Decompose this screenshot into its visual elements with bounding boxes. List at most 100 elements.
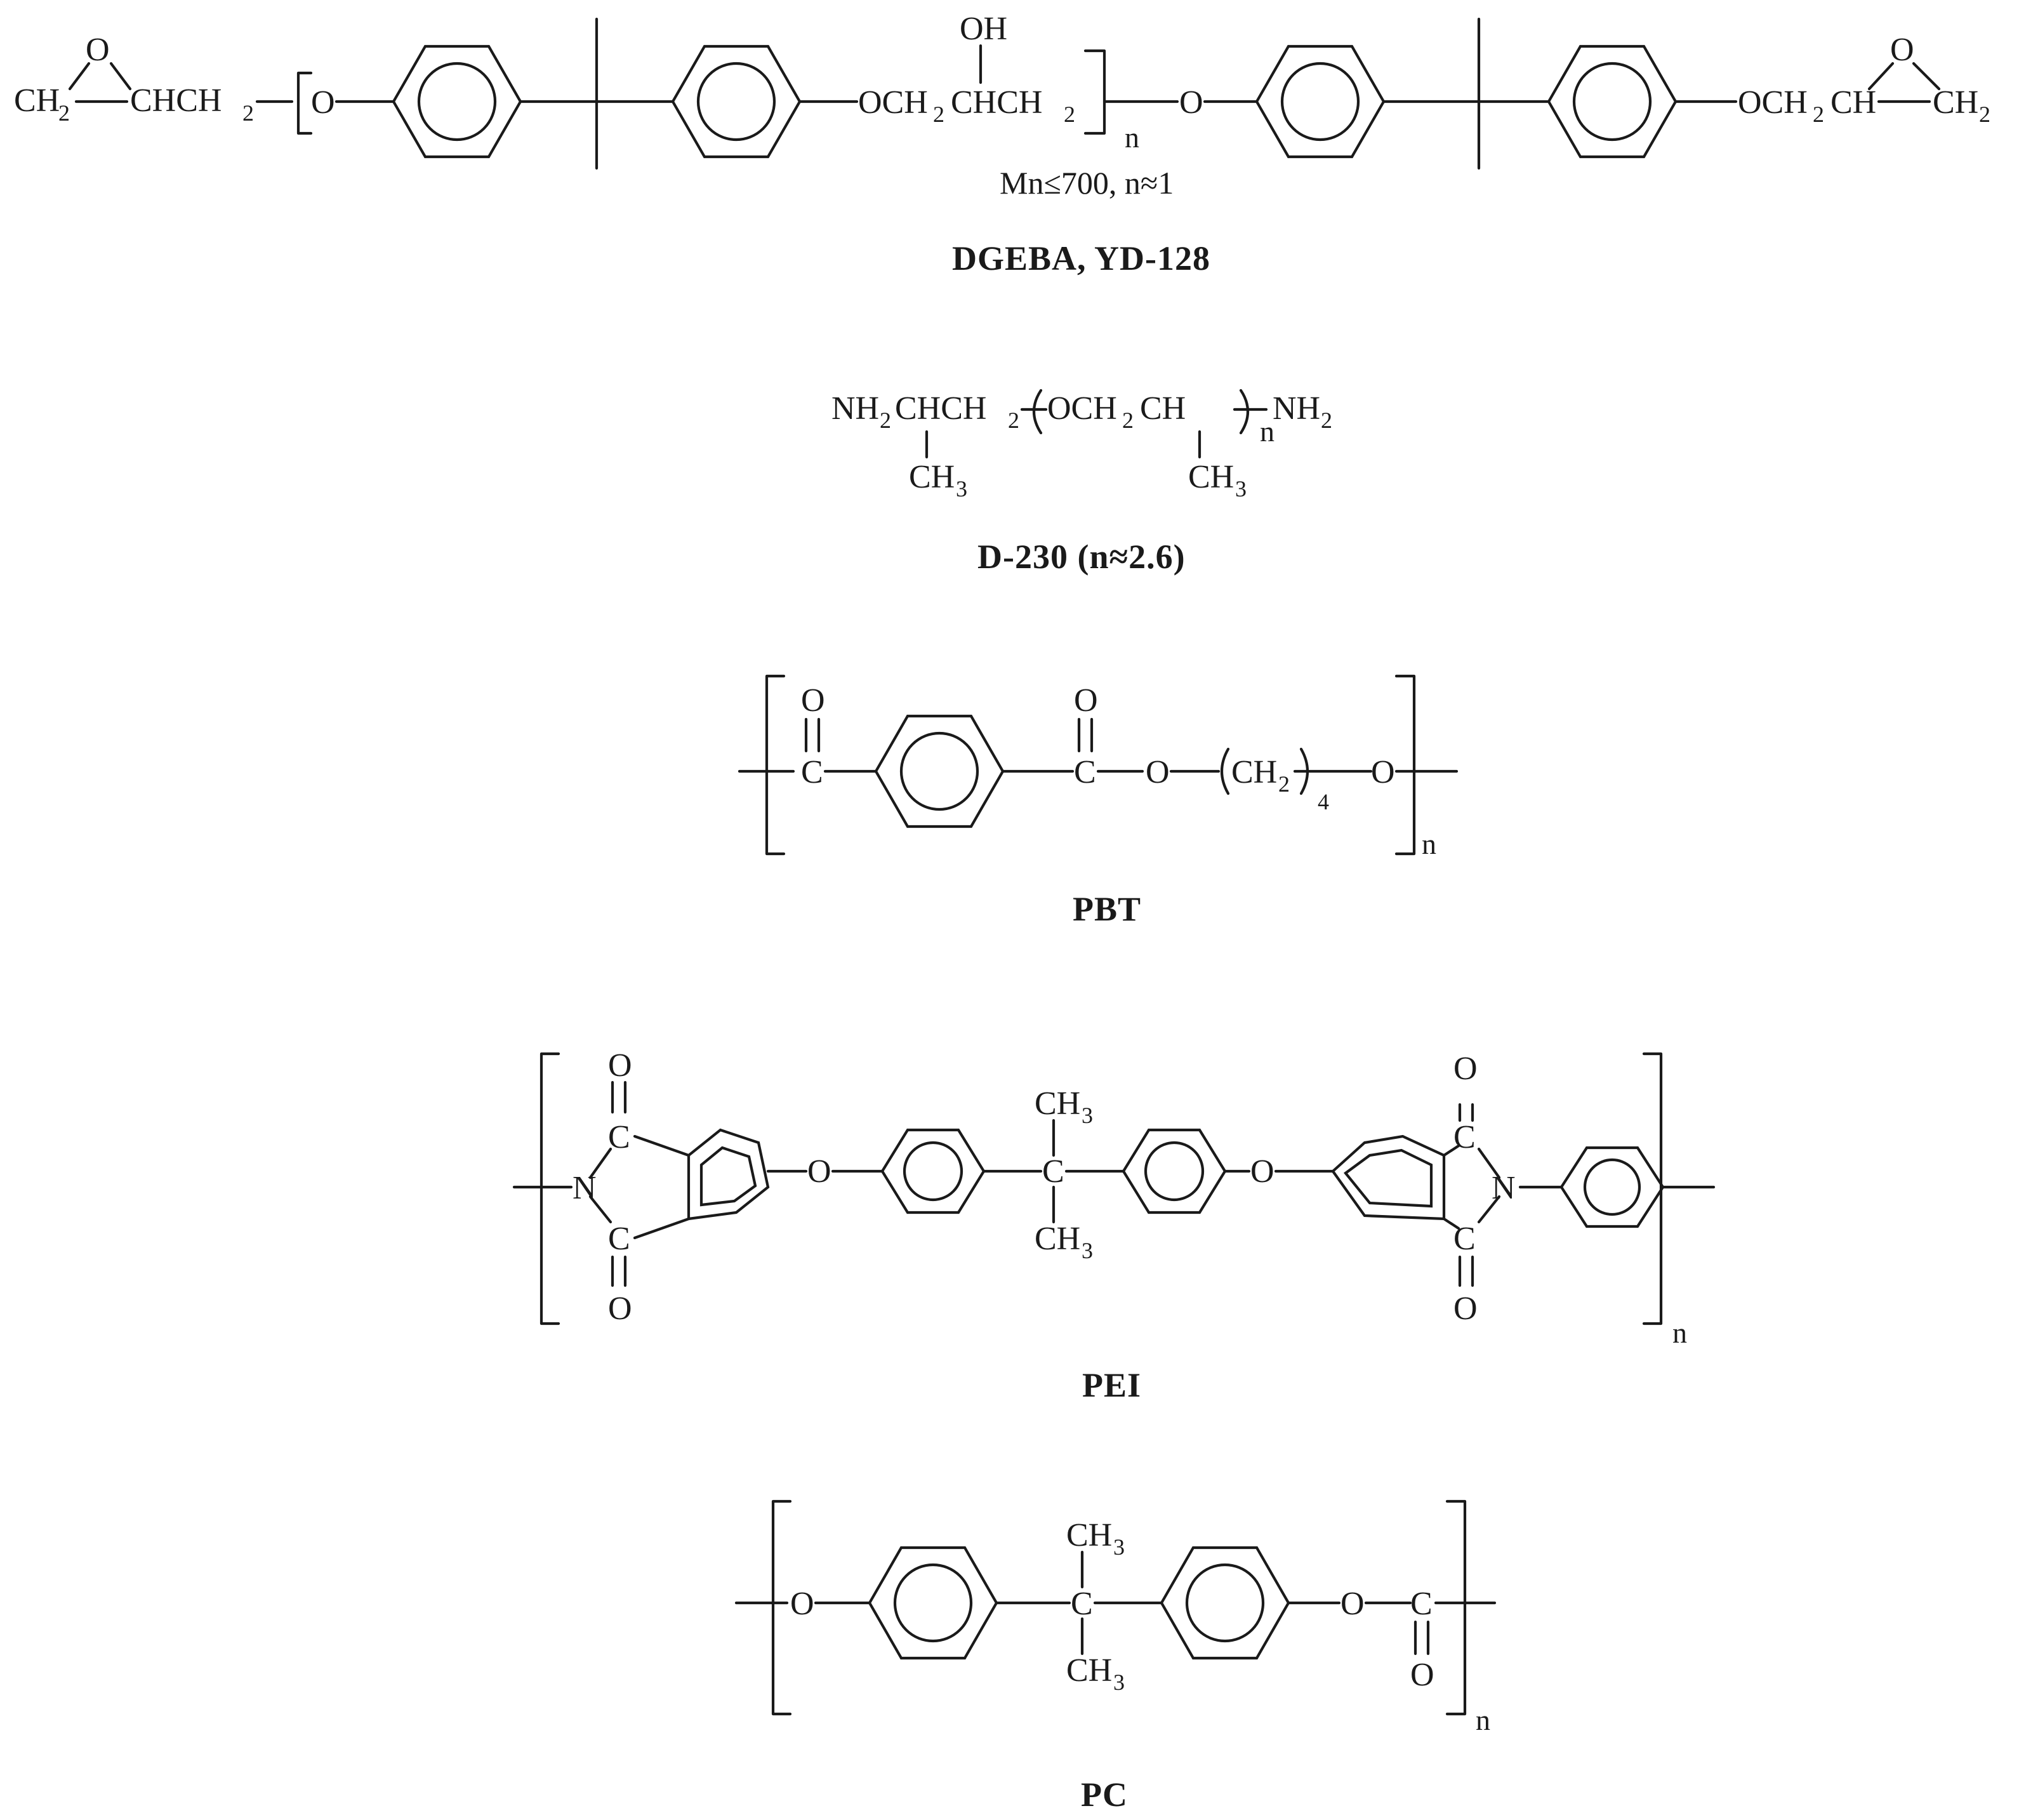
pei-repeat-n: n <box>1672 1317 1687 1349</box>
dgeba-benzene-ring-3 <box>1255 44 1386 159</box>
dgeba-hydroxyl: OH <box>960 11 1007 47</box>
d230-nh2-right-sub: 2 <box>1321 408 1332 433</box>
pei-ch3-bottom: CH <box>1035 1221 1080 1257</box>
d230-paren-right <box>1239 389 1249 435</box>
d230-caption: D-230 (n≈2.6) <box>977 538 1186 576</box>
pc-bracket-right <box>1445 1499 1467 1716</box>
dgeba-benzene-ring-2 <box>671 44 802 159</box>
pc-repeat-n: n <box>1476 1704 1490 1736</box>
dgeba-chch2-left: CHCH <box>130 83 222 119</box>
pei-o-bottom-left: O <box>608 1291 632 1327</box>
dgeba-chch2-mid: CHCH <box>951 84 1042 121</box>
pbt-o-end: O <box>1371 754 1395 790</box>
pc-caption: PC <box>1081 1776 1128 1814</box>
pbt-ch2-sub: 2 <box>1278 771 1290 797</box>
dgeba-o-left: O <box>311 84 335 121</box>
dgeba-o-mid: O <box>1179 84 1203 121</box>
pc-ch3-bottom-sub: 3 <box>1113 1670 1125 1695</box>
dgeba-och2-mid-sub: 2 <box>933 102 944 127</box>
pei-c-center: C <box>1042 1153 1064 1190</box>
pei-benzene-ring-right <box>1331 1134 1446 1221</box>
pei-structure: N O C C O O CH 3 C CH 3 <box>512 1047 1716 1404</box>
dgeba-chch2-mid-sub: 2 <box>1064 102 1075 127</box>
pbt-structure: O C O C O CH 2 4 O n PBT <box>738 674 1459 928</box>
pei-o-bottom-right: O <box>1453 1291 1478 1327</box>
pc-c-carbonyl: C <box>1410 1586 1433 1622</box>
pei-caption: PEI <box>1082 1366 1141 1404</box>
d230-chch2: CHCH <box>895 390 986 427</box>
d230-ch3-left: CH <box>909 459 955 495</box>
d230-och2: OCH <box>1047 390 1117 427</box>
pei-o-top-left: O <box>608 1047 632 1084</box>
d230-nh2-left: NH <box>831 390 879 427</box>
pbt-o-ester: O <box>1146 754 1170 790</box>
pc-ch3-bottom: CH <box>1066 1652 1112 1689</box>
dgeba-ch2-left: CH <box>14 83 60 119</box>
pbt-paren-left <box>1221 747 1230 795</box>
pbt-repeat-n: n <box>1422 828 1436 860</box>
d230-ch3-right-sub: 3 <box>1235 476 1247 501</box>
dgeba-benzene-ring-1 <box>392 44 522 159</box>
d230-ch3-left-sub: 3 <box>956 476 967 501</box>
dgeba-och2-mid: OCH <box>858 84 928 121</box>
d230-nh2-right: NH <box>1273 390 1320 427</box>
pc-o-left: O <box>790 1586 814 1622</box>
pbt-o2: O <box>1074 682 1098 719</box>
dgeba-och2-right: OCH <box>1738 84 1808 121</box>
pc-bracket-left <box>771 1499 792 1716</box>
d230-structure: NH 2 CHCH 2 OCH 2 CH n NH 2 CH 3 CH 3 D-… <box>831 389 1332 576</box>
pbt-benzene-ring <box>874 714 1005 828</box>
dgeba-ch2-left-sub: 2 <box>58 100 70 126</box>
pei-bracket-right <box>1642 1052 1663 1325</box>
pei-benzene-ring-2 <box>880 1128 986 1214</box>
d230-chch2-sub: 2 <box>1008 408 1019 433</box>
pbt-caption: PBT <box>1073 890 1141 928</box>
pei-o-ether-right: O <box>1250 1153 1274 1190</box>
dgeba-epoxide-o-left: O <box>86 32 110 68</box>
pei-benzene-ring-3 <box>1122 1128 1227 1214</box>
dgeba-bracket-right <box>1083 49 1106 135</box>
dgeba-chch2-left-sub: 2 <box>242 100 254 126</box>
d230-repeat-n: n <box>1260 415 1274 448</box>
pbt-o1: O <box>801 682 825 719</box>
dgeba-ch-right: CH <box>1830 84 1876 121</box>
d230-ch3-right: CH <box>1188 459 1234 495</box>
pbt-c1: C <box>801 754 823 790</box>
d230-ch: CH <box>1140 390 1186 427</box>
pbt-bracket-left <box>765 674 786 856</box>
pbt-ch2: CH <box>1231 754 1277 790</box>
dgeba-ch2-right-sub: 2 <box>1979 102 1990 127</box>
pei-benzene-ring-left <box>687 1128 770 1221</box>
dgeba-structure: CH 2 O CHCH 2 O OCH 2 CHCH 2 OH n <box>14 11 1990 277</box>
dgeba-ch2-right: CH <box>1933 84 1978 121</box>
pc-ch3-top-sub: 3 <box>1113 1534 1125 1560</box>
pbt-count-4: 4 <box>1318 789 1329 814</box>
pc-benzene-ring-2 <box>1160 1546 1290 1660</box>
d230-paren-left <box>1033 389 1043 435</box>
dgeba-och2-right-sub: 2 <box>1813 102 1824 127</box>
dgeba-repeat-n: n <box>1125 121 1139 154</box>
pei-o-top-right: O <box>1453 1051 1478 1087</box>
pei-o-ether-left: O <box>807 1153 831 1190</box>
pbt-bracket-right <box>1394 674 1416 856</box>
dgeba-caption: DGEBA, YD-128 <box>952 239 1210 277</box>
pc-ch3-top: CH <box>1066 1517 1112 1553</box>
dgeba-bracket-left <box>296 71 313 135</box>
pei-c-top-right: C <box>1453 1119 1476 1155</box>
pei-ch3-bottom-sub: 3 <box>1082 1238 1093 1263</box>
d230-och2-sub: 2 <box>1122 408 1134 433</box>
dgeba-benzene-ring-4 <box>1547 44 1678 159</box>
dgeba-molecular-weight-note: Mn≤700, n≈1 <box>1000 165 1174 201</box>
pei-c-bottom-left: C <box>608 1221 630 1257</box>
pbt-c2: C <box>1074 754 1096 790</box>
pc-o-carbonyl: O <box>1410 1657 1434 1693</box>
pc-o-right: O <box>1340 1586 1365 1622</box>
pc-c-center: C <box>1071 1586 1093 1622</box>
pei-benzene-ring-meta <box>1559 1146 1665 1228</box>
pei-c-bottom-right: C <box>1453 1221 1476 1257</box>
pc-benzene-ring-1 <box>868 1546 998 1660</box>
d230-nh2-left-sub: 2 <box>880 408 891 433</box>
pc-structure: O CH 3 C CH 3 O C O n PC <box>734 1499 1497 1814</box>
pei-ch3-top-sub: 3 <box>1082 1103 1093 1128</box>
